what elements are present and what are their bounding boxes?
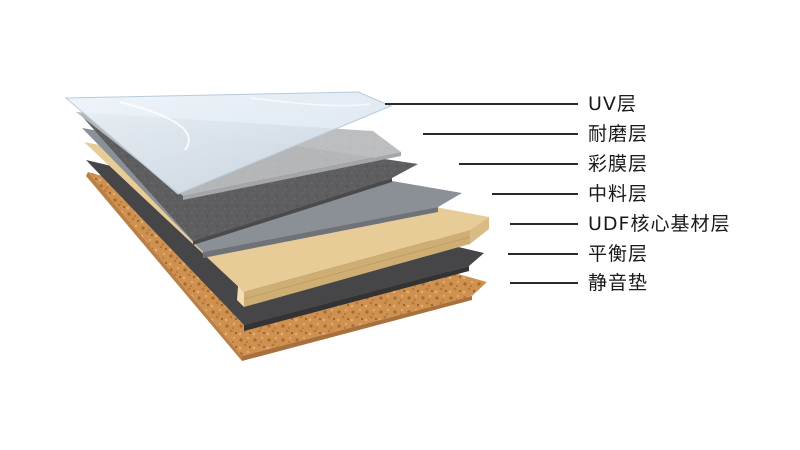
uv-layer-label: UV层	[588, 93, 637, 115]
wear-layer-label: 耐磨层	[588, 123, 649, 145]
udf-core-layer-leader-line	[510, 223, 578, 225]
balance-layer-leader-line	[508, 253, 578, 255]
color-film-layer-label: 彩膜层	[588, 153, 649, 175]
balance-layer-label: 平衡层	[588, 243, 649, 265]
cork-underlay-leader-line	[510, 282, 578, 284]
udf-core-layer-label: UDF核心基材层	[588, 213, 731, 235]
middle-layer-leader-line	[492, 193, 578, 195]
cork-underlay-label: 静音垫	[588, 272, 649, 294]
uv-layer-leader-line	[385, 103, 578, 105]
color-film-layer-leader-line	[459, 163, 578, 165]
uv-film-layer	[64, 91, 393, 195]
wear-layer-leader-line	[423, 133, 578, 135]
middle-layer-label: 中料层	[588, 183, 649, 205]
